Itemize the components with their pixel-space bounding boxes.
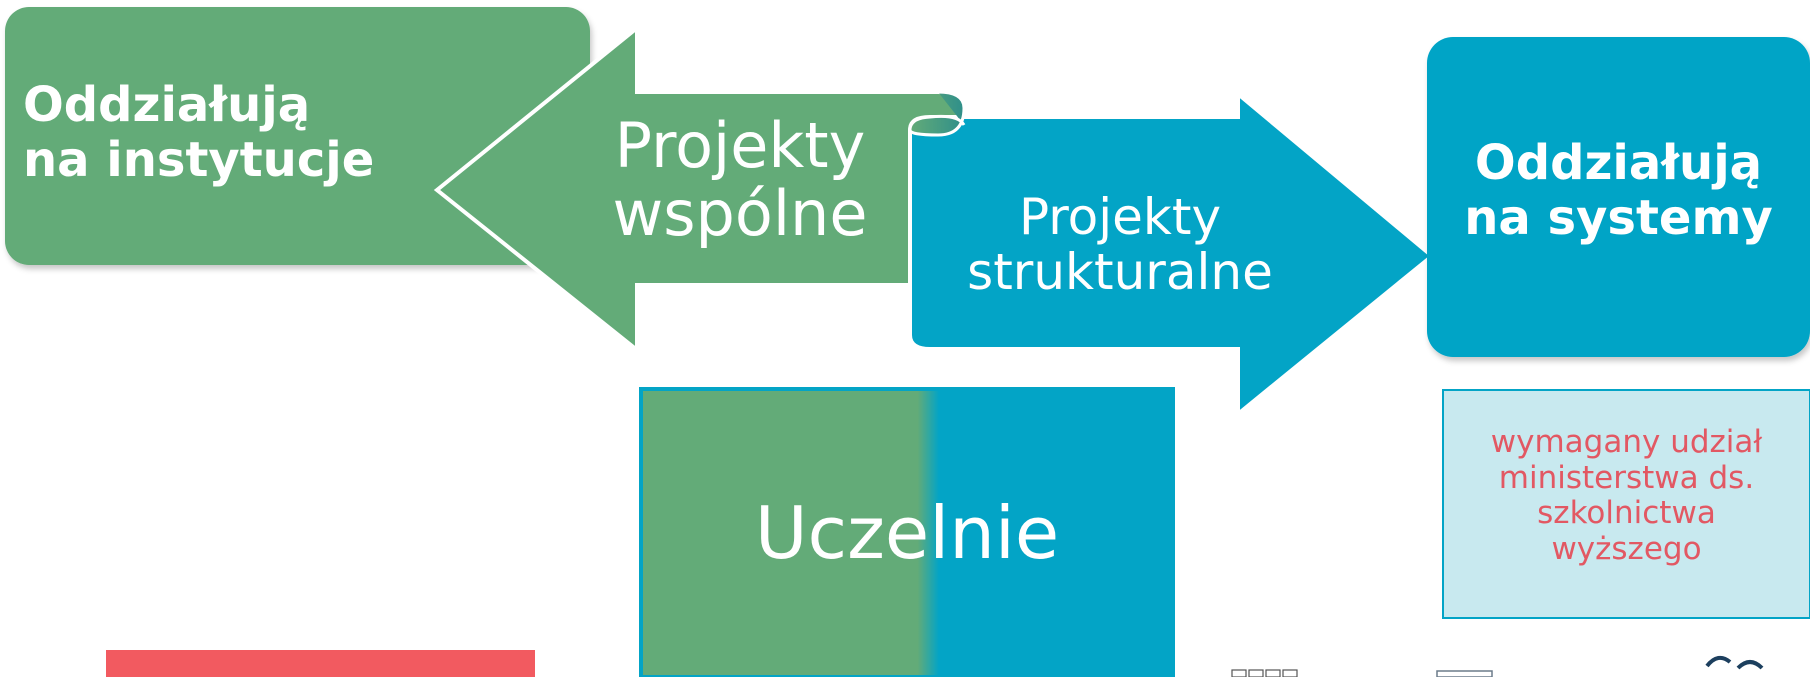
center-box-label: Uczelnie (754, 491, 1060, 575)
note-box (1442, 389, 1810, 619)
center-box (639, 387, 1175, 677)
footer-logos-icon (1231, 655, 1764, 677)
left-arrow-text: Projekty wspólne (575, 109, 905, 251)
note-line-1: wymagany udział (1490, 424, 1763, 460)
note-line-3: szkolnictwa (1537, 495, 1716, 532)
scroll-curl (908, 90, 966, 137)
right-arrow-text: Projekty strukturalne (935, 190, 1305, 300)
left-box-line-1: Oddziałują (23, 77, 311, 133)
note-text: wymagany udział ministerstwa ds. szkolni… (1443, 424, 1810, 568)
left-box-line-2: na instytucje (23, 132, 375, 189)
note-line-2: ministerstwa ds. (1498, 459, 1755, 496)
left-box (5, 7, 590, 265)
left-box-text: Oddziałują na instytucje (23, 77, 375, 189)
right-box-line-2: na systemy (1464, 190, 1773, 247)
red-bar (106, 650, 535, 677)
right-box-line-1: Oddziałują (1474, 135, 1763, 191)
right-box (1427, 37, 1810, 357)
right-box-text: Oddziałują na systemy (1427, 135, 1810, 247)
left-arrow-line-1: Projekty (614, 109, 866, 182)
left-arrow-line-2: wspólne (612, 177, 868, 251)
right-arrow-line-2: strukturalne (967, 243, 1273, 301)
right-arrow-line-1: Projekty (1018, 188, 1222, 246)
note-line-4: wyższego (1551, 530, 1702, 567)
